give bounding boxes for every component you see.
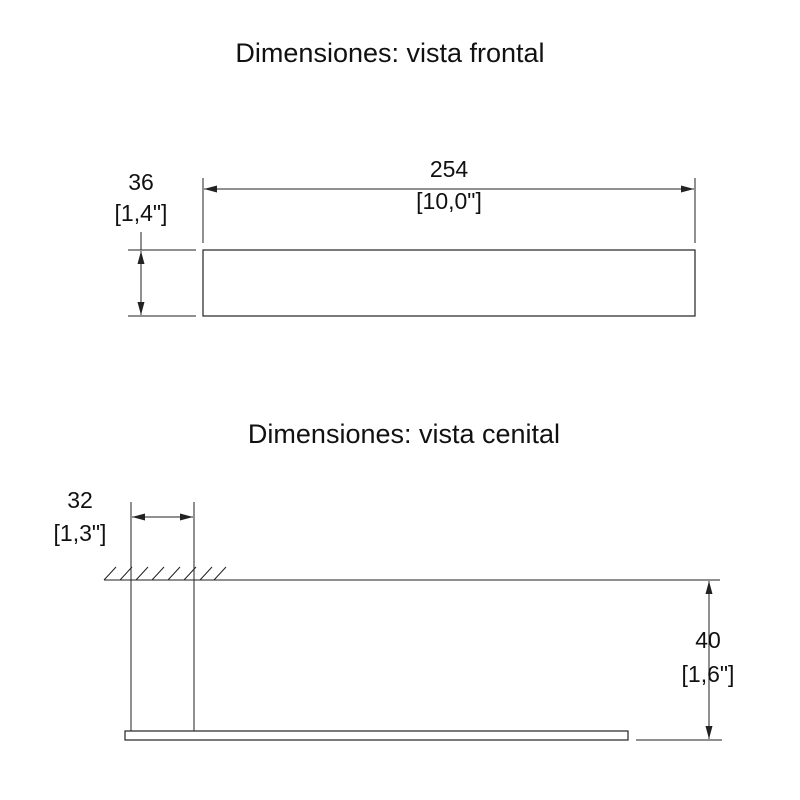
top-width-in-label: [1,3"] xyxy=(54,520,107,546)
top-depth-dimension: 40 [1,6"] xyxy=(636,581,735,741)
front-length-arrow-left xyxy=(204,185,217,193)
front-length-arrow-right xyxy=(681,185,694,193)
front-height-dimension: 36 [1,4"] xyxy=(115,169,196,317)
front-height-arrow-bottom xyxy=(137,302,145,315)
top-width-arrow-right xyxy=(180,513,193,521)
top-depth-arrow-bottom xyxy=(705,726,713,739)
hatch-stroke xyxy=(151,566,165,581)
hatch-stroke xyxy=(199,566,213,581)
front-view: Dimensiones: vista frontal 254 [10,0"] 3… xyxy=(115,38,696,317)
top-depth-mm-label: 40 xyxy=(695,627,721,653)
top-width-dimension: 32 [1,3"] xyxy=(54,487,193,546)
top-view-title: Dimensiones: vista cenital xyxy=(248,419,560,449)
hatch-stroke xyxy=(119,566,133,581)
front-height-in-label: [1,4"] xyxy=(115,200,168,226)
hatch-stroke xyxy=(135,566,149,581)
hatch-stroke xyxy=(213,566,227,581)
front-view-outline xyxy=(202,249,696,317)
top-depth-in-label: [1,6"] xyxy=(682,661,735,687)
front-length-mm-label: 254 xyxy=(430,156,469,182)
hatch-stroke xyxy=(103,566,117,581)
top-view: Dimensiones: vista cenital 32 [1,3"] xyxy=(54,419,735,741)
wall-hatch xyxy=(103,566,227,581)
front-view-title: Dimensiones: vista frontal xyxy=(235,38,544,68)
hatch-stroke xyxy=(167,566,181,581)
front-height-arrow-top xyxy=(137,251,145,264)
top-width-arrow-left xyxy=(132,513,145,521)
front-length-in-label: [10,0"] xyxy=(416,188,482,214)
top-view-shelf-outline xyxy=(124,730,629,741)
front-length-dimension: 254 [10,0"] xyxy=(202,156,696,243)
top-width-mm-label: 32 xyxy=(67,487,93,513)
front-height-mm-label: 36 xyxy=(128,169,154,195)
top-depth-arrow-top xyxy=(705,581,713,594)
